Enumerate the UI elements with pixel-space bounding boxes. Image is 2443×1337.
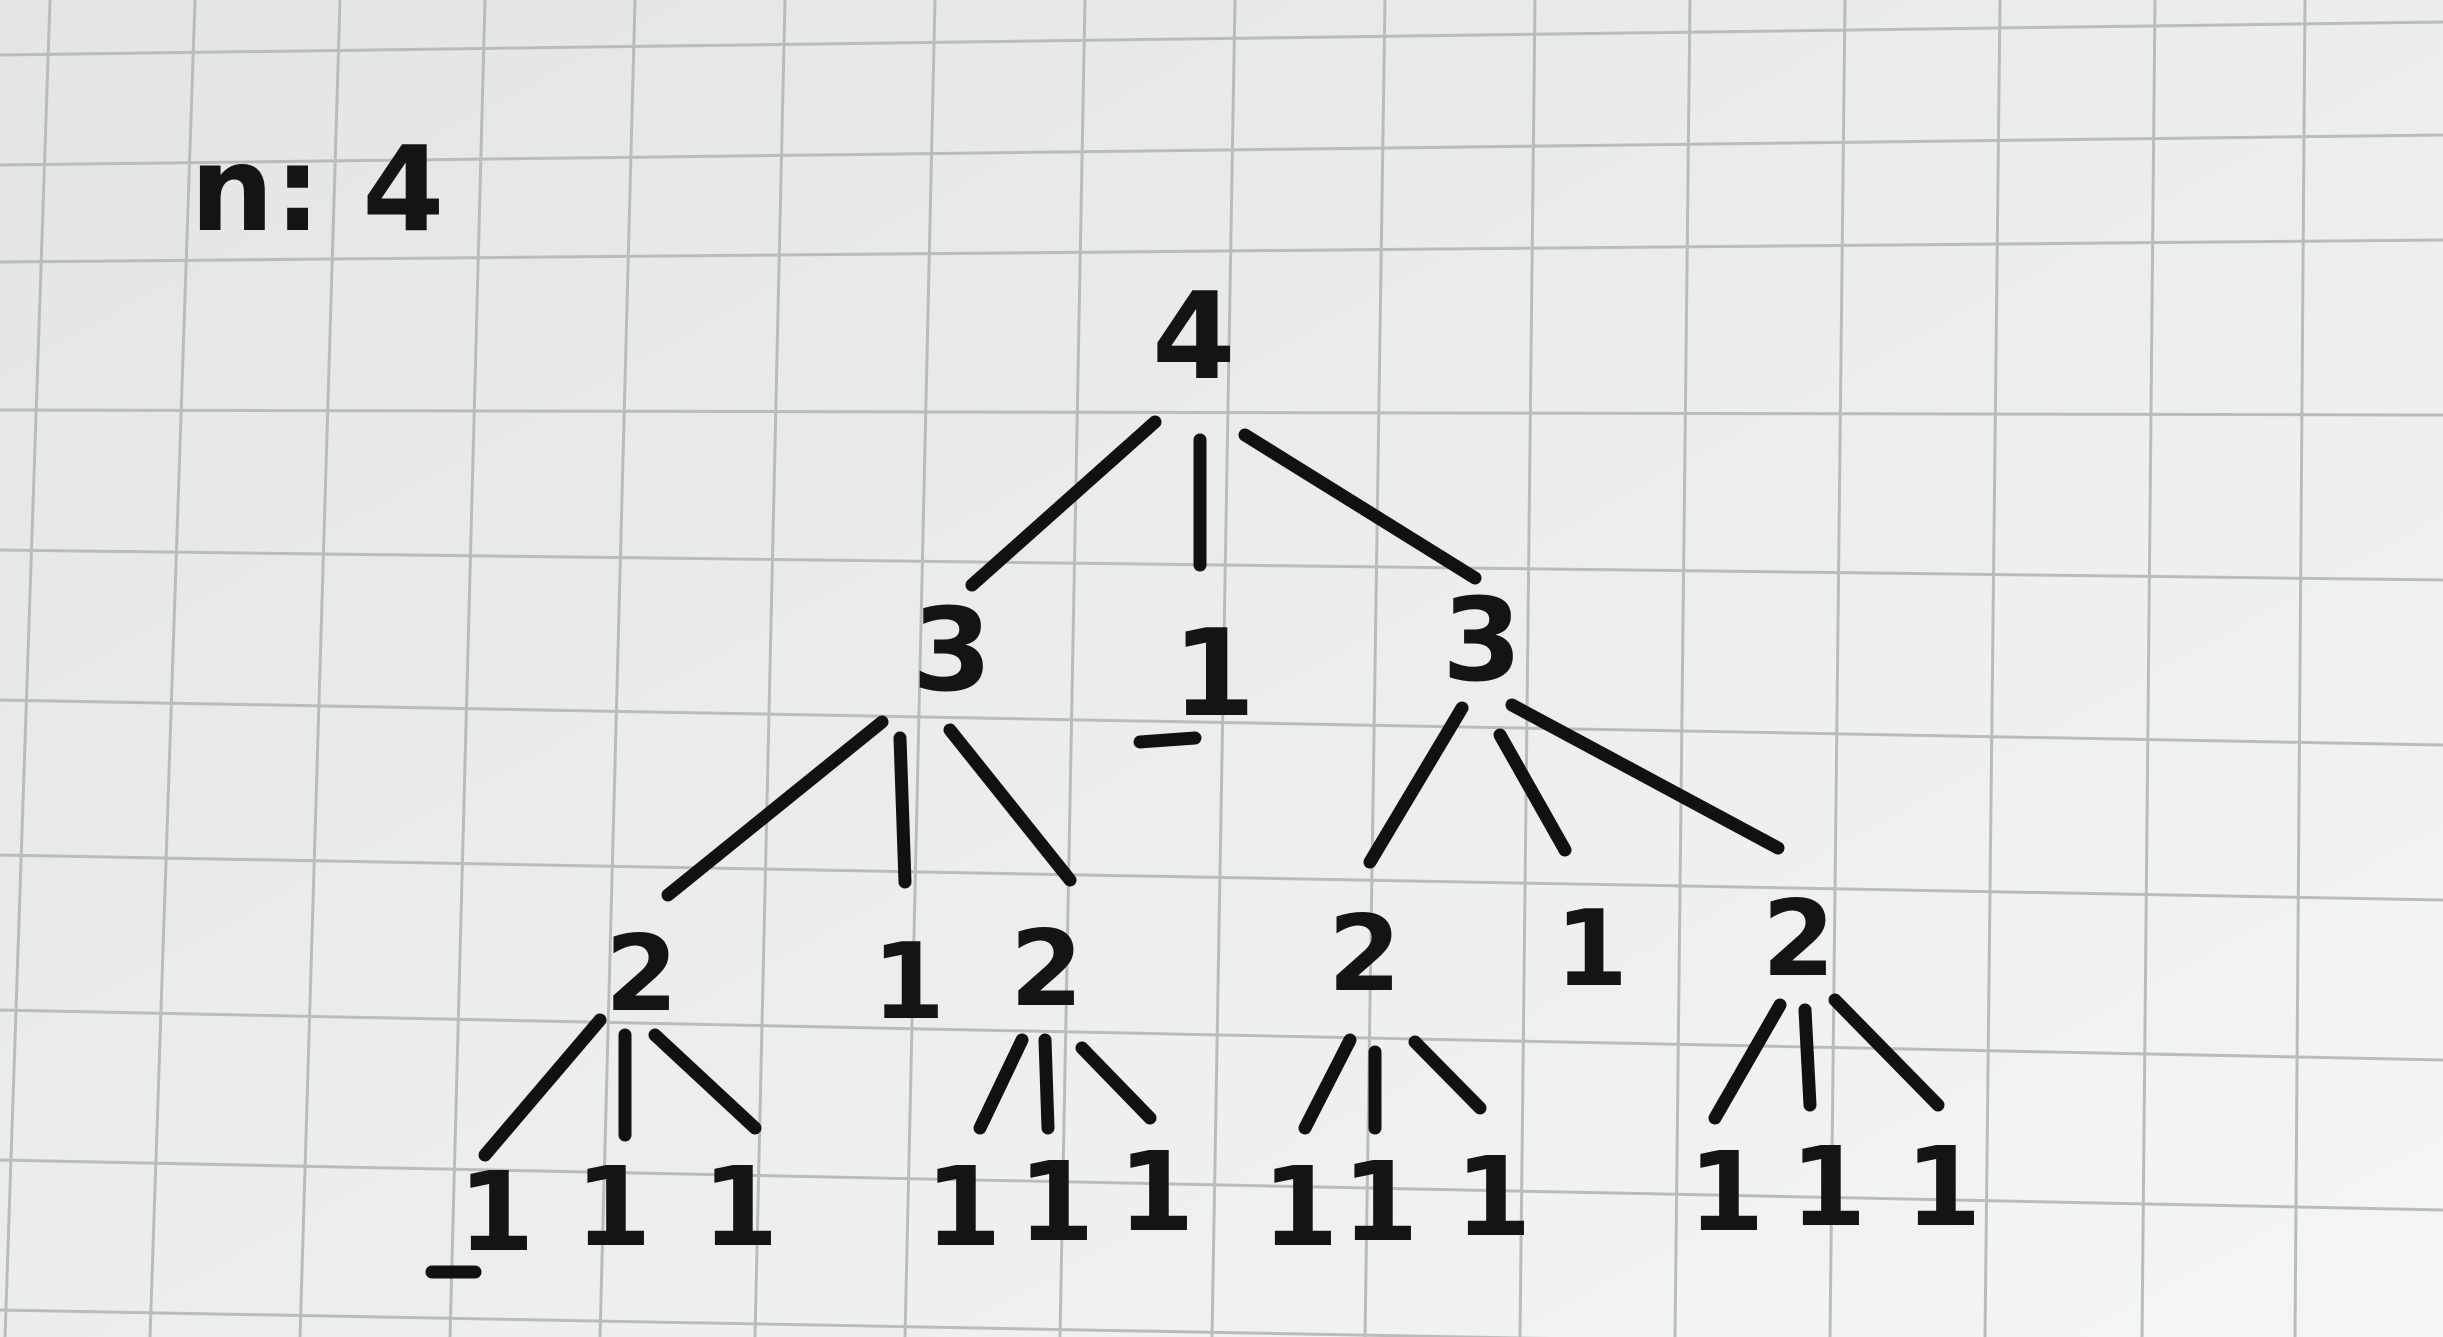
- edge-left3-to-1: [893, 731, 912, 889]
- node-level1-middle: 1: [1172, 605, 1256, 744]
- edge-2c-left: [1298, 1033, 1357, 1135]
- node-level2-2: 2: [1010, 908, 1083, 1030]
- edge-right3-to-2b: [1505, 698, 1785, 855]
- node-level3-10: 1: [1790, 1123, 1867, 1251]
- stray-pen-marks: [425, 731, 1202, 1279]
- edge-2a-left: [478, 1013, 607, 1162]
- edge-2b-left: [973, 1033, 1029, 1135]
- node-level3-6: 1: [1262, 1143, 1339, 1271]
- node-level1-right: 3: [1442, 574, 1522, 708]
- edge-root-right: [1238, 428, 1482, 585]
- edge-2d-mid: [1798, 1003, 1817, 1112]
- node-level3-5: 1: [1118, 1128, 1195, 1256]
- edge-2b-mid: [1038, 1033, 1055, 1135]
- n-equals-label: n: 4: [190, 120, 444, 258]
- node-root: 4: [1152, 268, 1236, 407]
- small-dash-mark: [1133, 731, 1202, 749]
- edge-right3-to-1: [1493, 728, 1572, 857]
- edge-left3-to-2b: [943, 723, 1077, 887]
- node-level3-3: 1: [925, 1143, 1002, 1271]
- edge-2d-right: [1828, 993, 1945, 1112]
- node-level3-8: 1: [1455, 1133, 1532, 1261]
- node-level3-4: 1: [1018, 1138, 1095, 1266]
- node-level3-7: 1: [1342, 1138, 1419, 1266]
- node-level3-1: 1: [575, 1143, 652, 1271]
- node-level3-9: 1: [1688, 1128, 1765, 1256]
- node-level3-0: 1: [458, 1148, 535, 1276]
- edge-2d-left: [1708, 998, 1787, 1125]
- node-level2-3: 2: [1328, 893, 1401, 1015]
- edge-left3-to-2a: [661, 715, 889, 902]
- node-level1-left: 3: [912, 584, 992, 718]
- node-level3-11: 1: [1905, 1123, 1982, 1251]
- edge-right3-to-2a: [1363, 701, 1469, 869]
- node-level2-5: 2: [1762, 878, 1835, 1000]
- node-level2-4: 1: [1555, 888, 1628, 1010]
- node-level2-1: 1: [872, 921, 945, 1043]
- edge-root-left: [965, 415, 1162, 592]
- tree-nodes: 4 3 1 3 2 1 2 2 1 2 1 1 1 1 1 1 1 1 1 1 …: [458, 268, 1982, 1276]
- node-level3-2: 1: [702, 1143, 779, 1271]
- edge-2c-right: [1408, 1035, 1487, 1115]
- tree-edges: [478, 415, 1945, 1162]
- edge-2a-right: [648, 1028, 762, 1135]
- node-level2-0: 2: [605, 913, 678, 1035]
- edge-2b-right: [1075, 1041, 1157, 1125]
